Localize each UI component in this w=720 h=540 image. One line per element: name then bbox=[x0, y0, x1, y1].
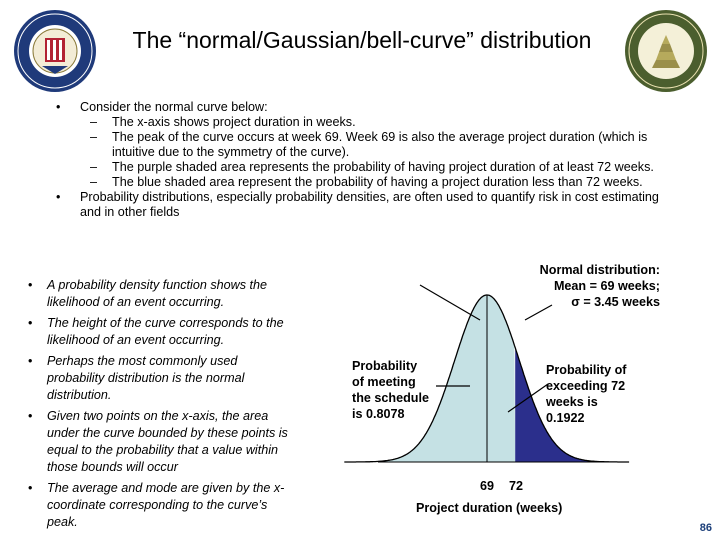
list-item-text: A probability density function shows the… bbox=[47, 278, 268, 309]
probability-exceeding-area bbox=[515, 347, 630, 462]
bullet-text: Probability distributions, especially pr… bbox=[80, 190, 659, 219]
bullet-item: • Consider the normal curve below: bbox=[56, 100, 268, 114]
sub-bullet-text: The purple shaded area represents the pr… bbox=[112, 160, 654, 174]
sub-bullet-item: –The blue shaded area represent the prob… bbox=[90, 175, 643, 189]
pointer-line-sd bbox=[524, 304, 553, 321]
sub-bullet-text: The x-axis shows project duration in wee… bbox=[112, 115, 356, 129]
exceeding-probability-label: Probability of exceeding 72 weeks is 0.1… bbox=[546, 363, 627, 425]
page-title: The “normal/Gaussian/bell-curve” distrib… bbox=[132, 27, 592, 53]
page-number: 86 bbox=[699, 522, 712, 534]
top-bullet-list: • Consider the normal curve below: –The … bbox=[56, 100, 676, 220]
sub-bullet-text: The blue shaded area represent the proba… bbox=[112, 175, 643, 189]
assistant-secretary-army-seal-icon bbox=[14, 10, 96, 92]
meeting-probability-label: Probability of meeting the schedule is 0… bbox=[352, 359, 429, 421]
bullet-item: • Probability distributions, especially … bbox=[56, 190, 659, 219]
x-axis-label: Project duration (weeks) bbox=[416, 501, 563, 515]
pointer-line-mean bbox=[419, 284, 481, 321]
list-item: •Given two points on the x-axis, the are… bbox=[28, 409, 288, 474]
list-item-text: The height of the curve corresponds to t… bbox=[47, 316, 284, 347]
sub-bullet-item: –The purple shaded area represents the p… bbox=[90, 160, 654, 174]
sub-bullet-text: The peak of the curve occurs at week 69.… bbox=[112, 130, 648, 159]
list-item: •A probability density function shows th… bbox=[28, 278, 268, 309]
list-item-text: Perhaps the most commonly used probabili… bbox=[47, 354, 245, 402]
pointer-line-exceeding bbox=[507, 383, 549, 413]
tick-label-72: 72 bbox=[509, 479, 524, 493]
list-item-text: Given two points on the x-axis, the area… bbox=[47, 409, 288, 474]
distribution-label: Normal distribution: Mean = 69 weeks; σ … bbox=[539, 263, 660, 309]
sub-bullet-item: –The x-axis shows project duration in we… bbox=[90, 115, 356, 129]
sub-bullet-item: –The peak of the curve occurs at week 69… bbox=[90, 130, 648, 159]
list-item: •The height of the curve corresponds to … bbox=[28, 316, 284, 347]
list-item-text: The average and mode are given by the x-… bbox=[47, 481, 285, 529]
list-item: •The average and mode are given by the x… bbox=[28, 481, 285, 529]
bullet-text: Consider the normal curve below: bbox=[80, 100, 268, 114]
left-bullet-list: •A probability density function shows th… bbox=[28, 277, 298, 535]
us-army-cost-seal-icon bbox=[625, 10, 707, 92]
list-item: •Perhaps the most commonly used probabil… bbox=[28, 354, 245, 402]
probability-meeting-schedule-area bbox=[344, 295, 516, 462]
tick-label-69: 69 bbox=[480, 479, 495, 493]
